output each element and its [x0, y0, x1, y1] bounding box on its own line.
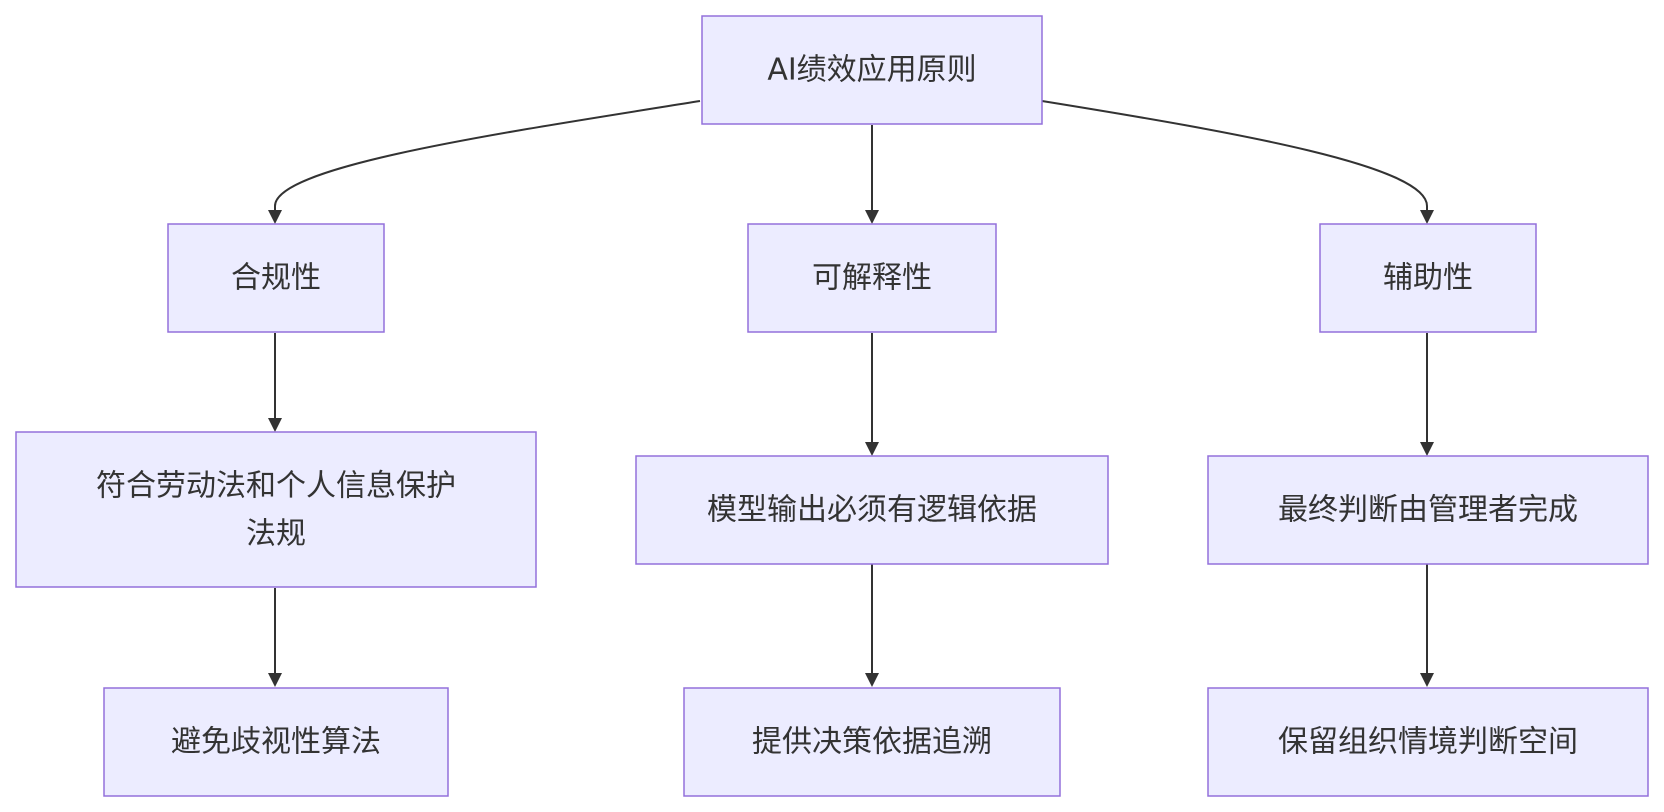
node-traceability: 提供决策依据追溯 [683, 687, 1061, 797]
node-compliance-rule-line1: 符合劳动法和个人信息保护 [96, 469, 456, 504]
edge-root-to-assistive [1041, 100, 1428, 212]
arrowhead-avoid-bias [268, 673, 282, 687]
arrowhead-logic-basis [865, 442, 879, 456]
node-explainability-label: 可解释性 [812, 261, 932, 296]
node-compliance-rule: 符合劳动法和个人信息保护 法规 [15, 431, 537, 588]
node-assistive-label: 辅助性 [1383, 261, 1473, 296]
node-compliance: 合规性 [167, 223, 385, 333]
node-logic-basis: 模型输出必须有逻辑依据 [635, 455, 1109, 565]
node-assistive: 辅助性 [1319, 223, 1537, 333]
edge-root-to-compliance [274, 100, 701, 212]
node-avoid-bias: 避免歧视性算法 [103, 687, 449, 797]
node-root-label: AI绩效应用原则 [767, 53, 976, 88]
arrowhead-compliance-rule [268, 418, 282, 432]
edges [268, 100, 1434, 687]
arrowhead-compliance [268, 210, 282, 224]
node-context-space-label: 保留组织情境判断空间 [1278, 725, 1578, 760]
node-avoid-bias-label: 避免歧视性算法 [171, 725, 381, 760]
node-compliance-rule-line2: 法规 [246, 517, 306, 552]
node-traceability-label: 提供决策依据追溯 [752, 725, 992, 760]
arrowhead-traceability [865, 673, 879, 687]
node-context-space: 保留组织情境判断空间 [1207, 687, 1649, 797]
arrowhead-context-space [1420, 673, 1434, 687]
node-explainability: 可解释性 [747, 223, 997, 333]
arrowhead-assistive [1420, 210, 1434, 224]
node-root: AI绩效应用原则 [701, 15, 1043, 125]
arrowhead-manager-final [1420, 442, 1434, 456]
node-compliance-label: 合规性 [231, 261, 321, 296]
arrowhead-explainability [865, 210, 879, 224]
node-manager-final: 最终判断由管理者完成 [1207, 455, 1649, 565]
node-logic-basis-label: 模型输出必须有逻辑依据 [707, 493, 1037, 528]
node-manager-final-label: 最终判断由管理者完成 [1278, 493, 1578, 528]
